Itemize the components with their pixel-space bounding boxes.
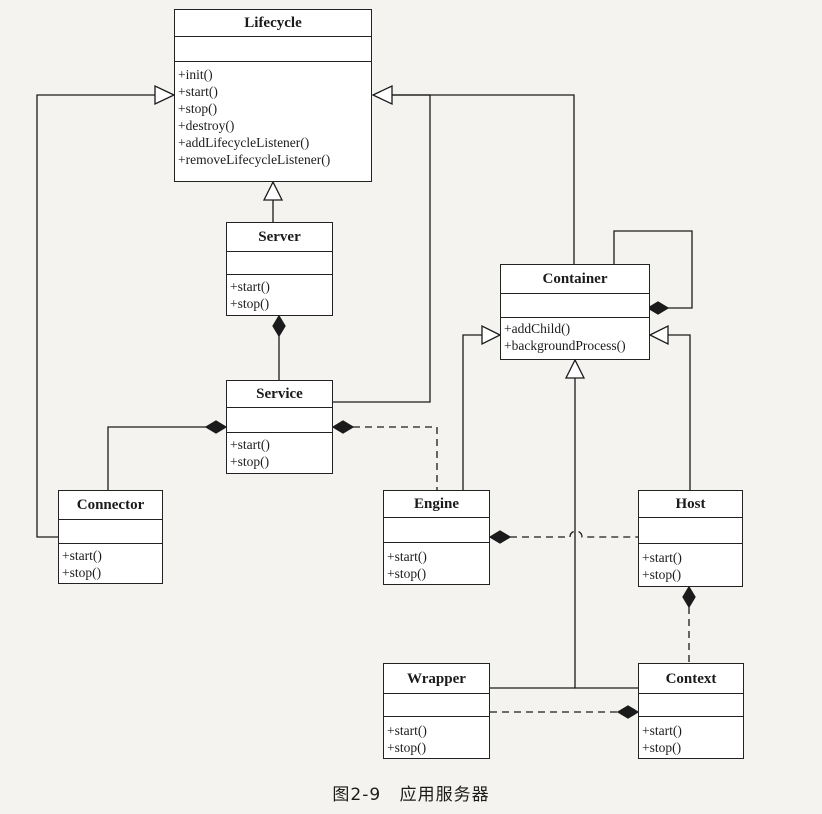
operation: +stop() [642, 567, 682, 582]
class-name: Connector [59, 491, 162, 520]
server-composition-diamond [272, 314, 286, 338]
class-connector: Connector +start() +stop() [58, 490, 163, 584]
class-attributes [639, 518, 742, 544]
operation: +start() [387, 549, 427, 564]
class-name: Server [227, 223, 332, 252]
engine-host-diamond [488, 530, 512, 544]
operation: +removeLifecycleListener() [178, 152, 331, 167]
figure-number: 图2-9 [332, 785, 382, 805]
engine-host-dashed-line [510, 530, 638, 538]
class-engine: Engine +start() +stop() [383, 490, 490, 585]
operation: +addChild() [504, 321, 571, 336]
class-operations: +start() +stop() [227, 275, 332, 312]
container-self-diamond [646, 301, 670, 315]
lifecycle-inherit-arrow-bottom [262, 180, 284, 201]
service-engine-diamond [331, 420, 355, 434]
operation: +stop() [387, 566, 427, 581]
operation: +destroy() [178, 118, 235, 133]
class-name: Lifecycle [175, 10, 371, 37]
class-operations: +start() +stop() [384, 543, 489, 582]
container-self-line [613, 230, 693, 309]
class-name: Host [639, 491, 742, 518]
class-context: Context +start() +stop() [638, 663, 744, 759]
class-wrapper: Wrapper +start() +stop() [383, 663, 490, 759]
class-attributes [59, 520, 162, 544]
class-attributes [227, 408, 332, 433]
class-operations: +start() +stop() [59, 544, 162, 581]
class-operations: +start() +stop() [639, 544, 742, 583]
figure-caption: 图2-9 应用服务器 [0, 780, 822, 805]
operation: +stop() [230, 454, 270, 469]
operation: +backgroundProcess() [504, 338, 626, 353]
class-name: Wrapper [384, 664, 489, 694]
operation: +stop() [642, 740, 682, 755]
class-operations: +start() +stop() [639, 717, 743, 756]
class-operations: +start() +stop() [384, 717, 489, 756]
context-wrapper-diamond [616, 705, 640, 719]
class-attributes [384, 518, 489, 543]
class-container: Container +addChild() +backgroundProcess… [500, 264, 650, 360]
service-connector-diamond [204, 420, 228, 434]
class-name: Context [639, 664, 743, 694]
class-name: Service [227, 381, 332, 408]
operation: +stop() [230, 296, 270, 311]
class-attributes [227, 252, 332, 275]
class-operations: +start() +stop() [227, 433, 332, 470]
operation: +start() [62, 548, 102, 563]
connector-to-lifecycle-line [36, 94, 155, 538]
class-lifecycle: Lifecycle +init() +start() +stop() +dest… [174, 9, 372, 182]
container-inherit-arrow-right [648, 324, 669, 346]
operation: +start() [230, 437, 270, 452]
operation: +init() [178, 67, 213, 82]
service-connector-line [107, 426, 206, 490]
container-inherit-arrow-bottom [564, 358, 586, 379]
operation: +stop() [387, 740, 427, 755]
lifecycle-inherit-arrow-right [371, 84, 393, 106]
class-server: Server +start() +stop() [226, 222, 333, 316]
class-attributes [175, 37, 371, 62]
class-name: Engine [384, 491, 489, 518]
operation: +start() [387, 723, 427, 738]
class-name: Container [501, 265, 649, 294]
operation: +stop() [178, 101, 218, 116]
operation: +addLifecycleListener() [178, 135, 310, 150]
class-host: Host +start() +stop() [638, 490, 743, 587]
lifecycle-inherit-arrow-left [154, 84, 176, 106]
class-operations: +init() +start() +stop() +destroy() +add… [175, 62, 371, 168]
operation: +start() [178, 84, 218, 99]
operation: +start() [642, 723, 682, 738]
engine-to-container-line [462, 334, 482, 490]
host-to-container-line [668, 334, 691, 490]
service-engine-dashed-line [353, 426, 438, 490]
class-attributes [384, 694, 489, 717]
operation: +start() [642, 550, 682, 565]
container-to-lifecycle-line [392, 94, 575, 264]
class-attributes [501, 294, 649, 318]
class-operations: +addChild() +backgroundProcess() [501, 318, 649, 354]
operation: +start() [230, 279, 270, 294]
host-context-diamond [682, 585, 696, 609]
class-attributes [639, 694, 743, 717]
figure-title: 应用服务器 [399, 785, 490, 805]
class-service: Service +start() +stop() [226, 380, 333, 474]
container-inherit-arrow-left [481, 324, 502, 346]
operation: +stop() [62, 565, 102, 580]
